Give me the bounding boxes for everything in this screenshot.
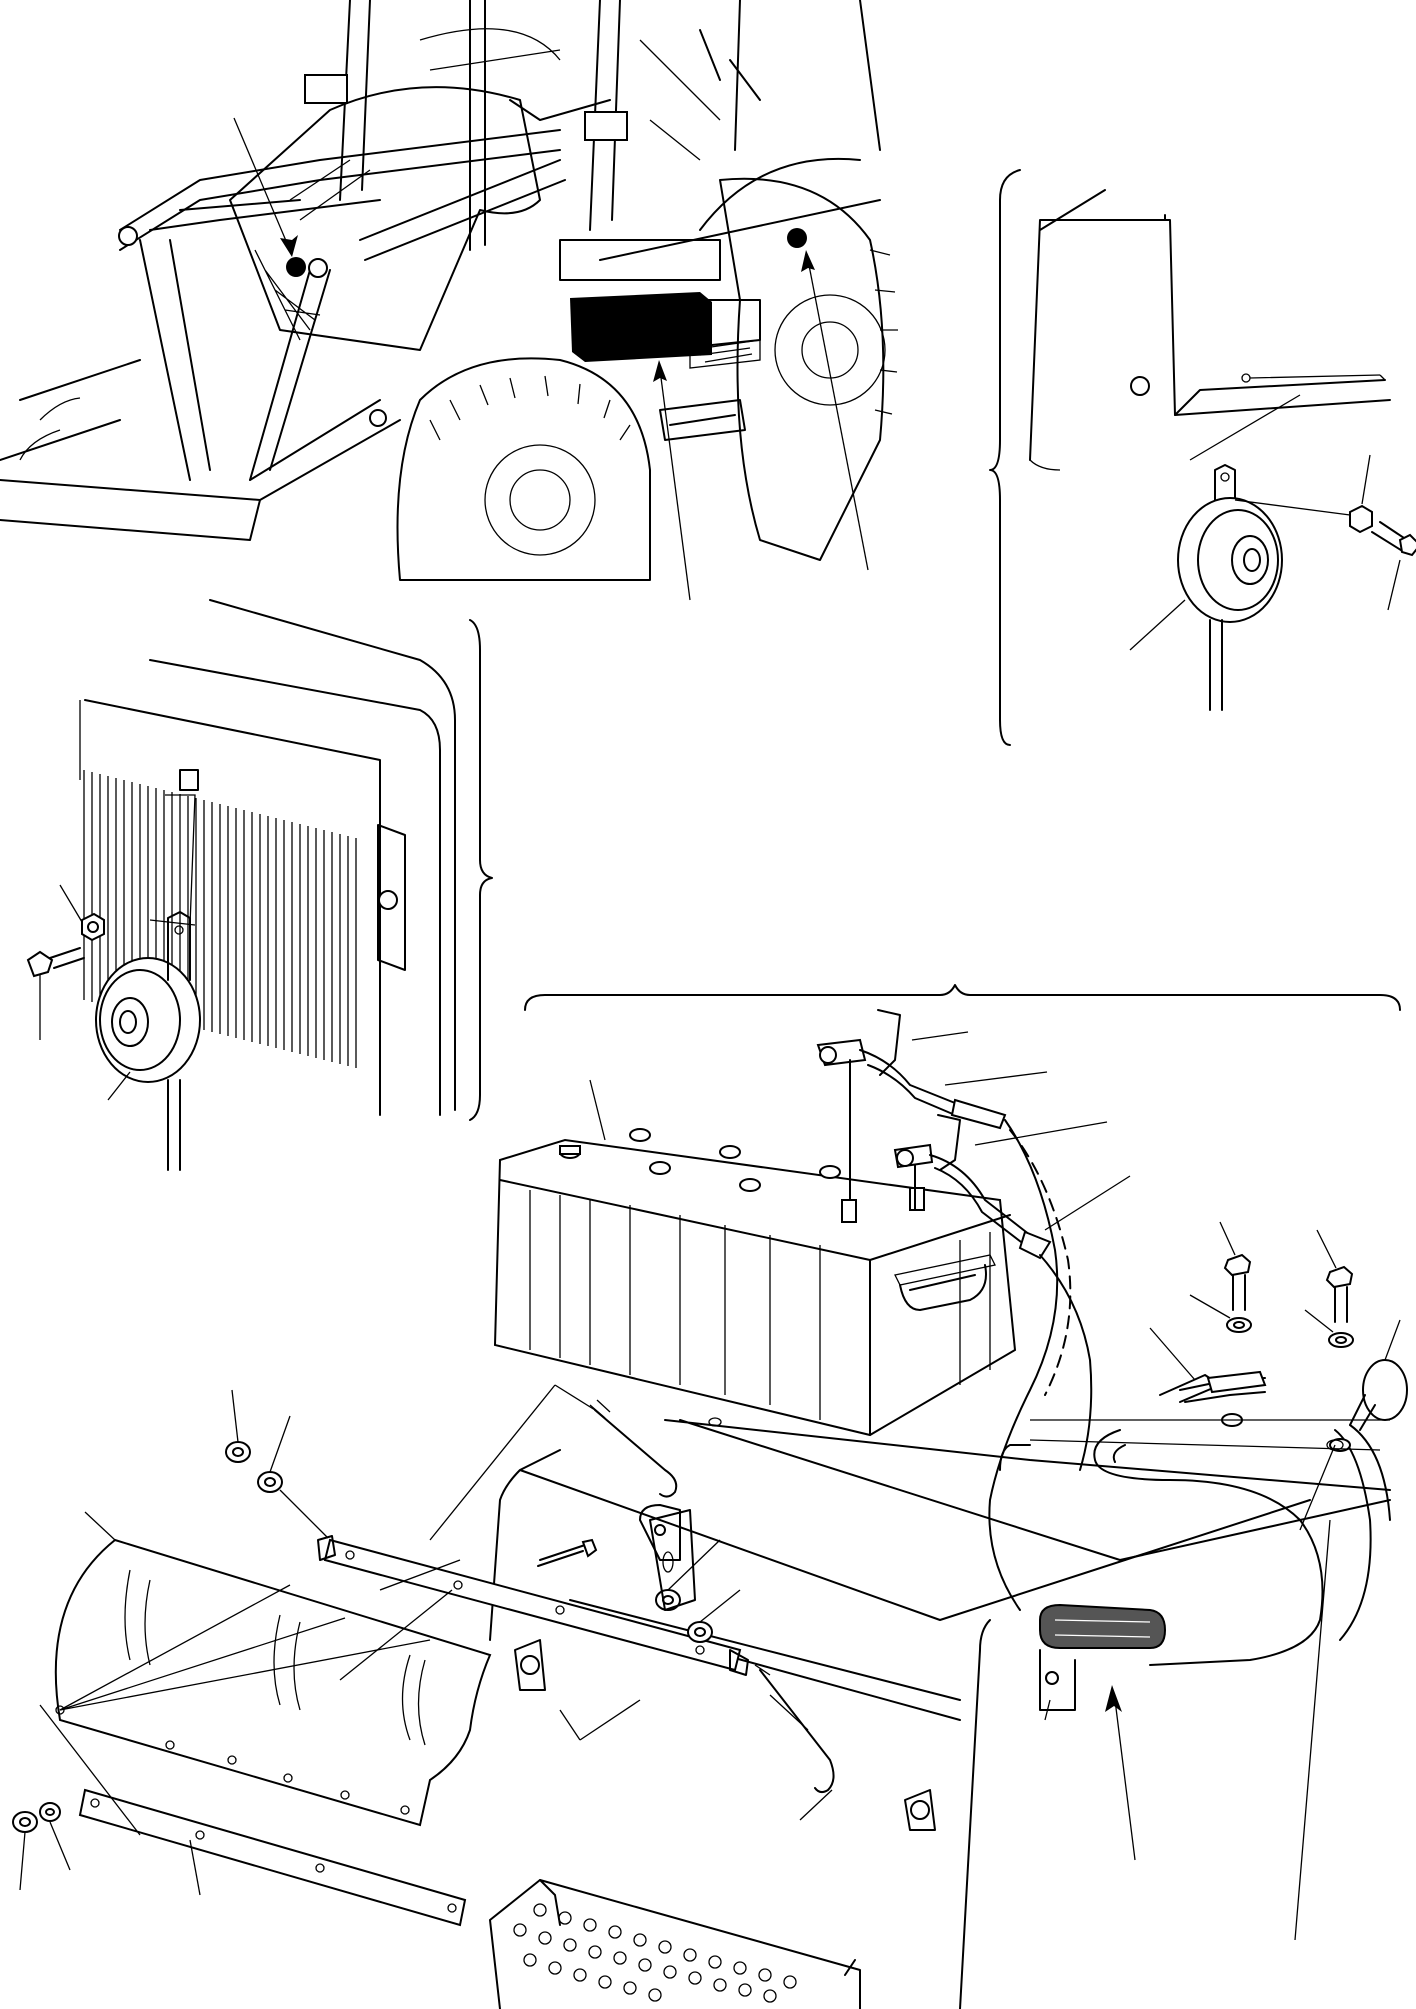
ground-bolt-1 [1221, 1253, 1252, 1427]
panel-bolt-right [1130, 376, 1150, 396]
bracket-left [469, 619, 493, 1121]
cover-mounting-strip-lower [78, 1788, 467, 1927]
battery-box-highlight [570, 292, 712, 362]
support-rod-upper [589, 1399, 678, 1498]
work-light-left [304, 74, 348, 104]
horn-bolt-left [26, 950, 54, 978]
battery-terminal-positive [841, 1199, 857, 1223]
horn-nut-right [1349, 504, 1373, 534]
machine-overview [0, 0, 898, 601]
negative-cable [893, 1114, 1093, 1471]
horn-bolt-right [1398, 533, 1416, 557]
horn-detail-right [989, 169, 1416, 746]
front-wheel [396, 357, 651, 581]
engine-hood [229, 86, 541, 351]
battery [493, 1128, 1017, 1437]
cover-nut-middle [655, 1589, 713, 1643]
positive-cable [816, 1009, 1072, 1611]
callout-leaders [19, 1031, 1401, 1896]
bracket-battery [524, 984, 1401, 1011]
battery-terminal-negative [909, 1187, 925, 1211]
battery-installation [12, 984, 1408, 2009]
cable-grommet [1039, 1603, 1167, 1649]
horn-detail-left [26, 599, 493, 1171]
battery-cover [54, 1538, 492, 1827]
location-arrows [233, 117, 869, 601]
access-step [489, 1879, 861, 2009]
grommet-arrow [1105, 1685, 1136, 1861]
work-light-right [584, 111, 628, 141]
battery-handle [899, 1264, 987, 1311]
cover-screw [537, 1544, 586, 1567]
ground-bolt-2 [1325, 1265, 1354, 1452]
bracket-right [989, 169, 1021, 746]
latch-knob [378, 890, 398, 910]
cable-clamp [1362, 1359, 1408, 1421]
rear-wheel [699, 157, 898, 561]
cover-nut-bottom [12, 1802, 61, 1833]
location-dot-left-horn [286, 257, 306, 277]
location-dot-right-horn [787, 228, 807, 248]
battery-tray [664, 1417, 1391, 1561]
radiator-grille [83, 770, 357, 1068]
cover-nut-top [225, 1441, 283, 1493]
loader-arms [118, 129, 566, 501]
support-rod-lower [754, 1664, 835, 1794]
